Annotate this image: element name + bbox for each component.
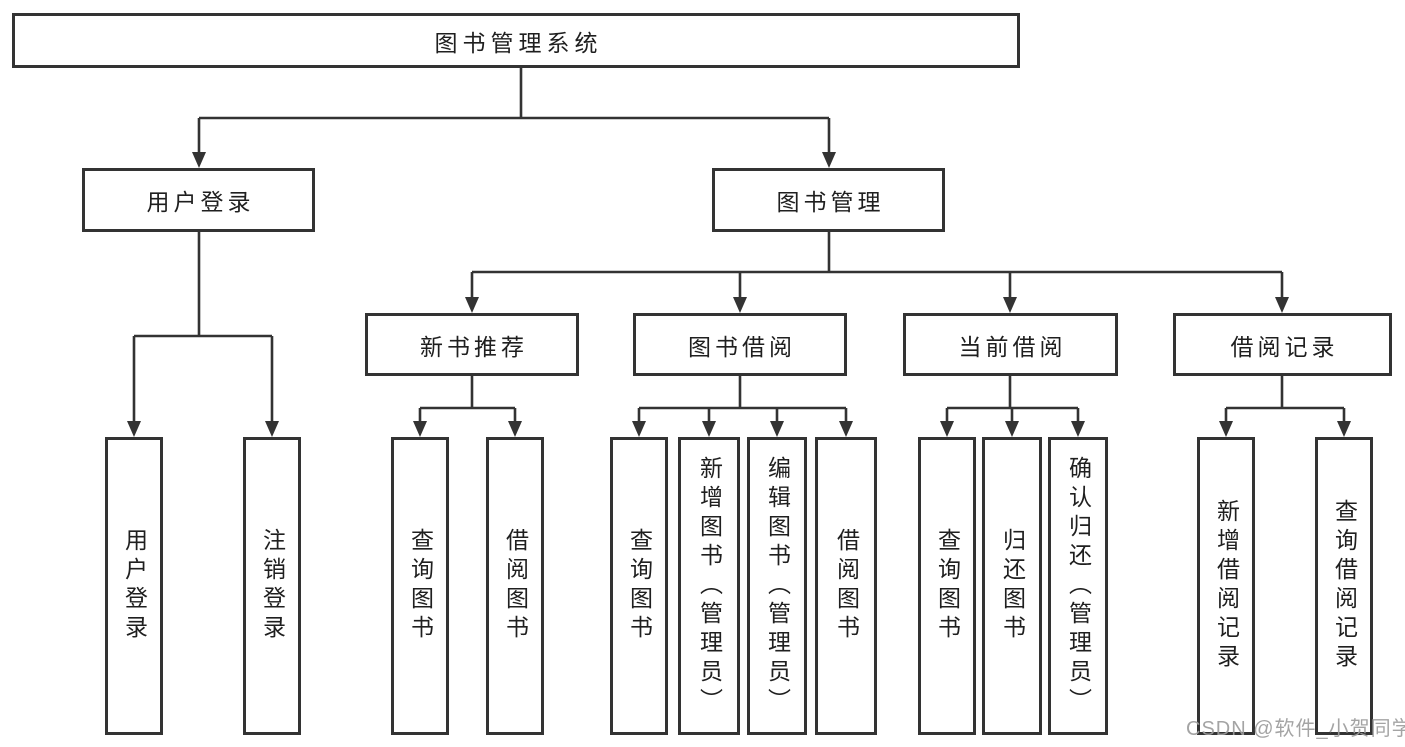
node-leaf-confirm-return-admin-label: 确认归还（管理员） [1065,455,1092,717]
node-leaf-query-books-recommend: 查询图书 [391,437,449,735]
connector-mgmt-to-level3 [470,232,1284,300]
node-root: 图书管理系统 [12,13,1020,68]
csdn-watermark: CSDN @软件_小贺同学 [1186,718,1405,740]
connector-borrow-to-leaves [637,376,848,423]
node-leaf-borrow-books-recommend: 借阅图书 [486,437,544,735]
node-book-borrowing: 图书借阅 [633,313,847,376]
node-leaf-query-books-recommend-label: 查询图书 [407,528,434,644]
arrow-down-icons-records-leaves [1219,421,1351,437]
node-new-book-recommend: 新书推荐 [365,313,579,376]
node-new-book-recommend-label: 新书推荐 [420,333,528,360]
node-leaf-add-borrow-record-label: 新增借阅记录 [1213,499,1240,673]
node-book-borrowing-label: 图书借阅 [688,333,796,360]
node-leaf-add-borrow-record: 新增借阅记录 [1197,437,1255,735]
connector-login-to-leaves [132,232,274,423]
node-leaf-borrow-books: 借阅图书 [815,437,877,735]
node-leaf-add-books-admin-label: 新增图书（管理员） [696,455,723,717]
arrow-down-icons-borrow-leaves [632,421,853,437]
arrow-down-icons-recommend-leaves [413,421,522,437]
node-leaf-return-books-label: 归还图书 [999,528,1026,644]
node-leaf-edit-books-admin-label: 编辑图书（管理员） [764,455,791,717]
arrow-down-icons-login-leaves [127,421,279,437]
node-leaf-borrow-books-recommend-label: 借阅图书 [502,528,529,644]
connector-records-to-leaves [1224,376,1346,423]
node-leaf-confirm-return-admin: 确认归还（管理员） [1048,437,1108,735]
node-root-label: 图书管理系统 [434,29,603,56]
arrow-down-icons-current-leaves [940,421,1085,437]
node-leaf-user-login-label: 用户登录 [121,528,148,644]
node-leaf-borrow-books-label: 借阅图书 [833,528,860,644]
node-user-login: 用户登录 [82,168,315,232]
node-user-login-label: 用户登录 [146,189,255,215]
node-leaf-query-books-borrow-label: 查询图书 [626,528,653,644]
node-leaf-user-login: 用户登录 [105,437,163,735]
node-leaf-logout: 注销登录 [243,437,301,735]
node-current-borrowing-label: 当前借阅 [958,333,1067,360]
connector-root-to-level2 [197,68,831,154]
node-leaf-return-books: 归还图书 [982,437,1042,735]
node-leaf-query-borrow-record-label: 查询借阅记录 [1331,499,1358,673]
node-current-borrowing: 当前借阅 [903,313,1118,376]
node-leaf-query-books-current: 查询图书 [918,437,976,735]
node-book-management: 图书管理 [712,168,945,232]
node-leaf-query-borrow-record: 查询借阅记录 [1315,437,1373,735]
node-leaf-logout-label: 注销登录 [259,528,286,644]
node-leaf-query-books-borrow: 查询图书 [610,437,668,735]
connector-recommend-to-leaves [418,376,517,423]
connector-current-to-leaves [945,376,1080,423]
node-leaf-edit-books-admin: 编辑图书（管理员） [747,437,807,735]
arrow-down-icons-level3 [465,297,1289,313]
node-borrow-records: 借阅记录 [1173,313,1392,376]
node-borrow-records-label: 借阅记录 [1230,333,1339,360]
node-leaf-add-books-admin: 新增图书（管理员） [678,437,740,735]
node-leaf-query-books-current-label: 查询图书 [934,528,961,644]
arrow-down-icons-level2 [192,152,836,168]
node-book-management-label: 图书管理 [776,189,885,215]
